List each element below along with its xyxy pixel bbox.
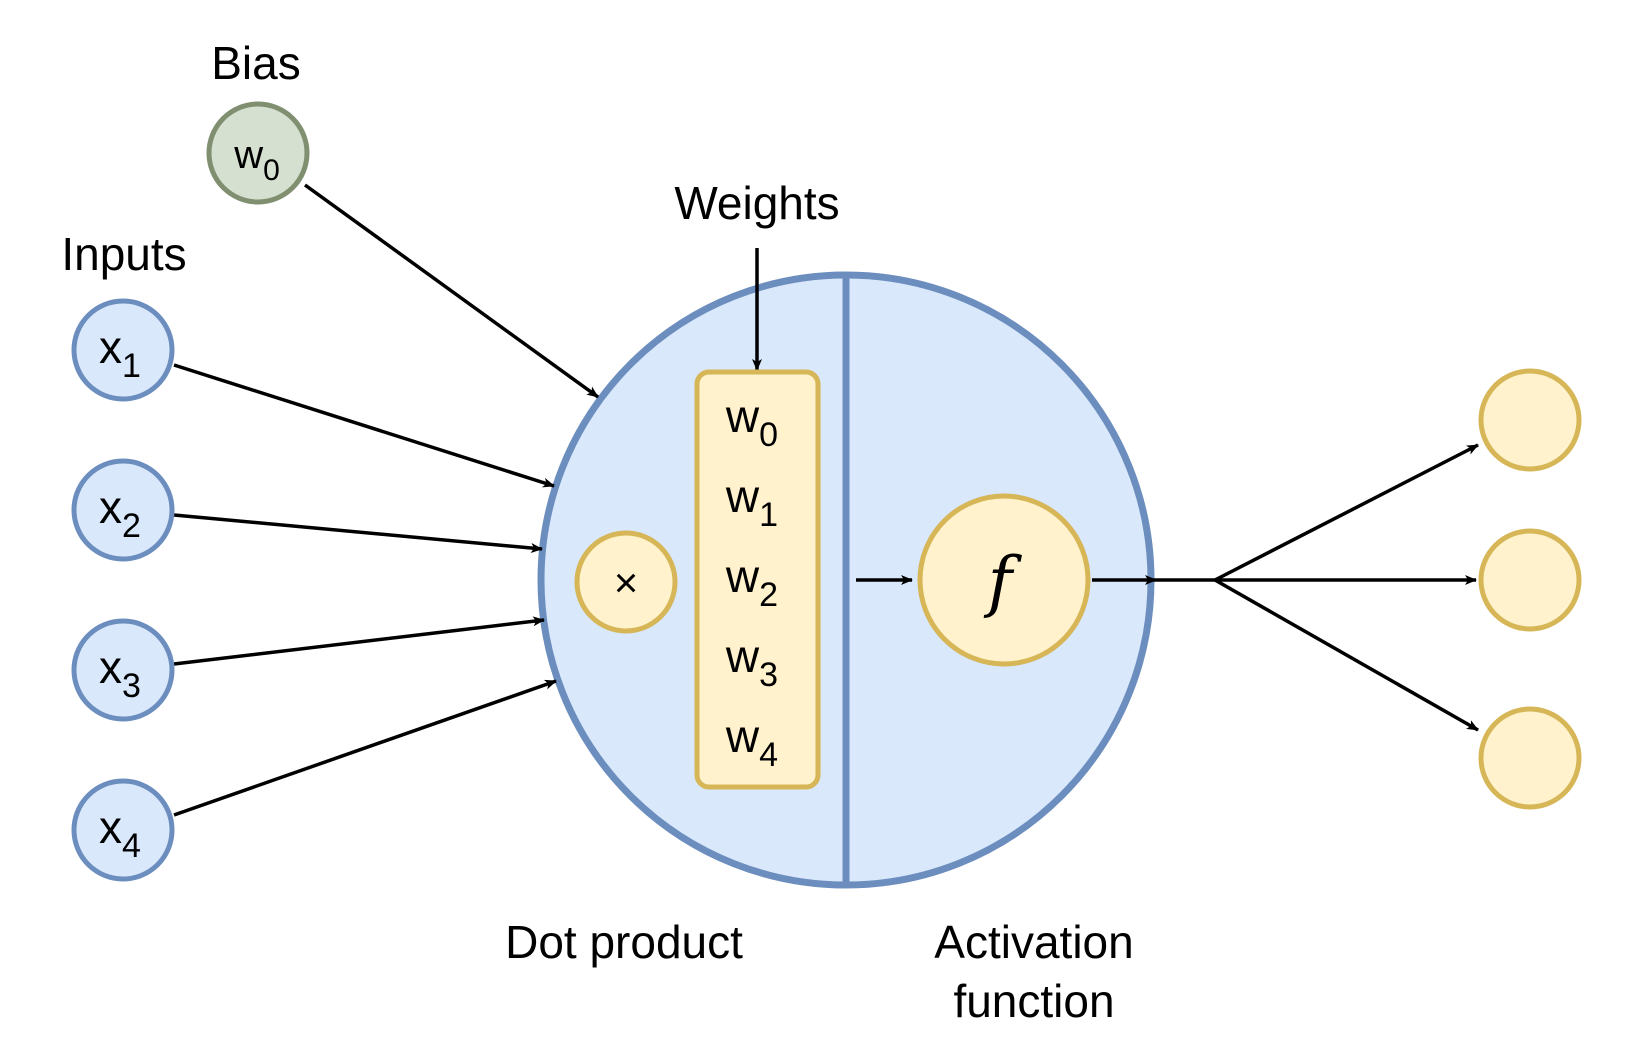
multiply-node [574, 530, 678, 634]
input-node-4 [71, 778, 175, 882]
weights-label: Weights [674, 177, 839, 229]
input-node-2 [71, 458, 175, 562]
output-node-3 [1478, 706, 1582, 810]
input-node-4-symbol: x4 [99, 801, 141, 865]
weight-3: w3 [725, 630, 778, 694]
inputs-label: Inputs [61, 228, 186, 280]
weight-2: w2 [725, 550, 778, 614]
output-node-2 [1478, 528, 1582, 632]
output-node-1 [1478, 368, 1582, 472]
weight-4: w4 [725, 710, 778, 774]
activation-function-label-line1: Activation [934, 916, 1133, 968]
bias-label: Bias [211, 37, 300, 89]
bias-connection-arrow [303, 183, 600, 399]
dot-product-label: Dot product [505, 916, 743, 968]
bias-node [206, 101, 310, 205]
input-2-connection-arrow [173, 513, 543, 553]
activation-function-label-line2: function [953, 975, 1114, 1027]
input-node-1-symbol: x1 [99, 321, 141, 385]
input-node-3 [71, 618, 175, 722]
multiply-symbol: × [614, 559, 639, 606]
output-1-arrow [1214, 443, 1479, 582]
input-1-connection-arrow [173, 363, 555, 488]
input-node-1 [71, 298, 175, 402]
input-node-3-symbol: x3 [99, 641, 141, 705]
weight-1: w1 [725, 470, 778, 534]
activation-node [917, 493, 1091, 667]
weight-0: w0 [725, 390, 778, 454]
input-3-connection-arrow [173, 616, 545, 666]
output-3-arrow [1214, 578, 1479, 732]
weights-box [694, 369, 821, 790]
bias-node-symbol: w0 [233, 133, 280, 187]
input-4-connection-arrow [173, 679, 557, 817]
input-node-2-symbol: x2 [99, 481, 141, 545]
